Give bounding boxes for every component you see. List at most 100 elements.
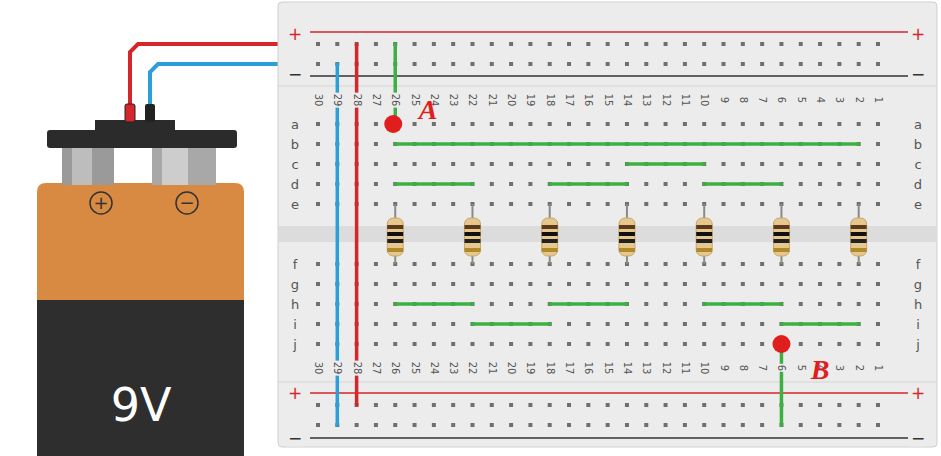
hole xyxy=(509,342,513,346)
hole xyxy=(664,262,668,266)
hole xyxy=(586,62,590,66)
column-number: 14 xyxy=(622,361,632,376)
hole xyxy=(451,403,455,407)
hole xyxy=(509,122,513,126)
hole xyxy=(316,423,320,427)
hole xyxy=(355,423,359,427)
probe-point xyxy=(384,115,402,133)
column-number: 11 xyxy=(680,361,690,376)
hole xyxy=(393,403,397,407)
resistor-symbol xyxy=(464,204,480,264)
hole xyxy=(606,122,610,126)
hole xyxy=(586,423,590,427)
hole xyxy=(374,202,378,206)
column-number: 5 xyxy=(796,364,806,372)
column-number: 20 xyxy=(506,93,516,108)
hole xyxy=(451,342,455,346)
hole xyxy=(857,122,861,126)
rail-polarity-sign: − xyxy=(910,430,926,447)
hole xyxy=(606,282,610,286)
hole xyxy=(393,322,397,326)
hole xyxy=(567,62,571,66)
hole xyxy=(432,423,436,427)
polarity-circle xyxy=(90,192,112,214)
hole xyxy=(876,142,880,146)
battery-snap-cap xyxy=(47,130,237,148)
hole xyxy=(490,42,494,46)
hole xyxy=(799,62,803,66)
resistor-band xyxy=(696,248,712,252)
center-channel xyxy=(278,226,937,242)
hole xyxy=(837,182,841,186)
hole xyxy=(413,282,417,286)
row-letter: a xyxy=(913,118,923,131)
hole xyxy=(722,282,726,286)
hole xyxy=(799,282,803,286)
hole xyxy=(316,403,320,407)
hole xyxy=(451,282,455,286)
hole xyxy=(683,403,687,407)
hole xyxy=(490,403,494,407)
resistor-band xyxy=(696,225,712,229)
hole xyxy=(316,322,320,326)
column-number: 24 xyxy=(429,361,439,376)
hole xyxy=(876,262,880,266)
hole xyxy=(470,42,474,46)
hole xyxy=(625,62,629,66)
jumper-wire xyxy=(395,302,472,306)
hole xyxy=(722,62,726,66)
row-letter: d xyxy=(290,178,300,191)
hole xyxy=(683,342,687,346)
hole xyxy=(837,423,841,427)
hole xyxy=(644,262,648,266)
hole xyxy=(567,262,571,266)
resistor-band xyxy=(387,225,403,229)
hole xyxy=(722,162,726,166)
column-number: 23 xyxy=(448,361,458,376)
resistors xyxy=(387,204,866,264)
hole xyxy=(490,62,494,66)
hole xyxy=(741,322,745,326)
rail-polarity-sign: − xyxy=(910,66,926,83)
hole xyxy=(548,42,552,46)
hole xyxy=(490,302,494,306)
column-number: 21 xyxy=(487,93,497,108)
column-number: 26 xyxy=(390,93,400,108)
hole xyxy=(857,62,861,66)
hole xyxy=(683,282,687,286)
hole xyxy=(683,322,687,326)
hole xyxy=(432,322,436,326)
hole xyxy=(779,122,783,126)
hole xyxy=(799,182,803,186)
hole xyxy=(741,403,745,407)
hole xyxy=(760,322,764,326)
resistor-band xyxy=(773,225,789,229)
column-number: 25 xyxy=(410,93,420,108)
hole xyxy=(413,423,417,427)
hole xyxy=(393,162,397,166)
resistor-body xyxy=(542,218,558,256)
hole xyxy=(779,282,783,286)
hole xyxy=(799,162,803,166)
hole xyxy=(818,302,822,306)
hole xyxy=(837,202,841,206)
hole xyxy=(625,42,629,46)
hole xyxy=(606,403,610,407)
hole xyxy=(664,42,668,46)
hole xyxy=(316,122,320,126)
hole xyxy=(374,322,378,326)
hole xyxy=(567,202,571,206)
resistor-band xyxy=(387,239,403,243)
column-number: 2 xyxy=(854,364,864,372)
hole xyxy=(857,342,861,346)
column-number: 28 xyxy=(352,361,362,376)
hole xyxy=(644,342,648,346)
hole xyxy=(316,282,320,286)
hole xyxy=(837,342,841,346)
hole xyxy=(664,282,668,286)
column-number: 19 xyxy=(525,361,535,376)
hole xyxy=(413,403,417,407)
hole xyxy=(683,62,687,66)
resistor-band xyxy=(696,239,712,243)
